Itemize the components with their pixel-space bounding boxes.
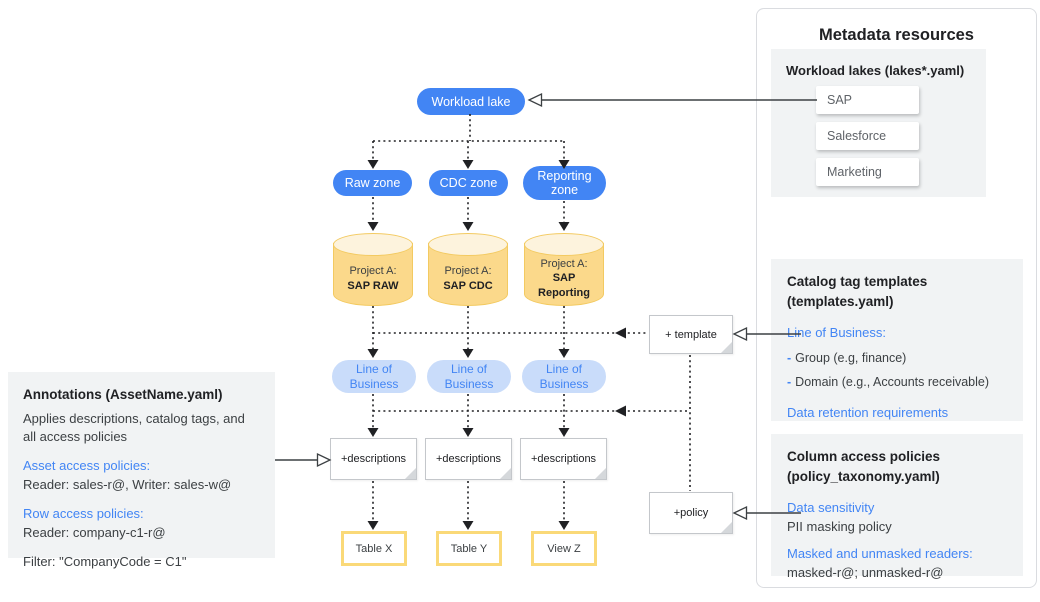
annotations-body: Applies descriptions, catalog tags, and …	[23, 410, 245, 445]
lob-bullet-domain: -Domain (e.g., Accounts receivable)	[787, 373, 1007, 391]
descriptions-note-3: +descriptions	[520, 438, 607, 480]
lob-node-1: Line of Business	[332, 360, 416, 393]
project-name: SAP Reporting	[538, 272, 590, 299]
project-cylinder-sap-reporting: Project A:SAP Reporting	[524, 233, 604, 306]
data-sensitivity-value: PII masking policy	[787, 518, 892, 534]
column-policies-section: Column access policies (policy_taxonomy.…	[771, 434, 1023, 580]
cylinder-lid	[333, 233, 413, 256]
workload-lakes-title: Workload lakes (lakes*.yaml)	[786, 63, 965, 78]
project-prefix: Project A:	[444, 265, 492, 278]
bullet-dash: -	[787, 350, 792, 365]
descriptions-note-2: +descriptions	[425, 438, 512, 480]
data-sensitivity-title: Data sensitivity	[787, 500, 875, 516]
project-prefix: Project A:	[540, 258, 588, 271]
row-access-value: Reader: company-c1-r@	[23, 524, 166, 540]
lake-card-sap: SAP	[816, 86, 919, 114]
masked-readers-value: masked-r@; unmasked-r@	[787, 564, 944, 580]
project-cylinder-sap-cdc: Project A:SAP CDC	[428, 233, 508, 306]
metadata-panel-title: Metadata resources	[819, 26, 974, 44]
zone-node-reporting: Reporting zone	[523, 166, 606, 200]
metadata-resources-panel: Metadata resources Workload lakes (lakes…	[756, 8, 1037, 588]
catalog-templates-title-2: (templates.yaml)	[787, 293, 894, 309]
column-policies-title-2: (policy_taxonomy.yaml)	[787, 468, 940, 484]
template-note: + template	[649, 315, 733, 354]
asset-box-view-z: View Z	[531, 531, 597, 566]
zone-node-raw: Raw zone	[333, 170, 412, 196]
workload-lake-node: Workload lake	[417, 88, 525, 115]
bullet-dash: -	[787, 375, 792, 390]
annotations-panel: Annotations (AssetName.yaml) Applies des…	[8, 372, 275, 569]
cylinder-lid	[524, 233, 604, 256]
project-prefix: Project A:	[349, 265, 397, 278]
annotations-title: Annotations (AssetName.yaml)	[23, 387, 223, 402]
lake-card-salesforce: Salesforce	[816, 122, 919, 150]
cylinder-lid	[428, 233, 508, 256]
catalog-templates-section: Catalog tag templates (templates.yaml) L…	[771, 259, 1023, 421]
data-retention-label: Data retention requirements	[787, 405, 949, 421]
column-policies-title-1: Column access policies	[787, 449, 941, 464]
bullet-text: Domain (e.g., Accounts receivable)	[795, 375, 990, 390]
asset-access-value: Reader: sales-r@, Writer: sales-w@	[23, 477, 232, 493]
project-cylinder-sap-raw: Project A:SAP RAW	[333, 233, 413, 306]
descriptions-note-1: +descriptions	[330, 438, 417, 480]
project-name: SAP RAW	[347, 279, 399, 292]
asset-box-table-y: Table Y	[436, 531, 502, 566]
project-name: SAP CDC	[443, 279, 493, 292]
zone-node-cdc: CDC zone	[429, 170, 508, 196]
lob-node-2: Line of Business	[427, 360, 511, 393]
lob-node-3: Line of Business	[522, 360, 606, 393]
row-access-title: Row access policies:	[23, 505, 144, 521]
lake-card-marketing: Marketing	[816, 158, 919, 186]
lob-bullet-group: -Group (e.g, finance)	[787, 349, 1007, 367]
lob-template-title: Line of Business:	[787, 325, 887, 341]
catalog-templates-title-1: Catalog tag templates	[787, 274, 928, 289]
policy-note: +policy	[649, 492, 733, 534]
workload-lakes-section: Workload lakes (lakes*.yaml) SAP Salesfo…	[771, 49, 986, 197]
asset-access-title: Asset access policies:	[23, 458, 151, 474]
filter-value: Filter: "CompanyCode = C1"	[23, 553, 187, 569]
masked-readers-title: Masked and unmasked readers:	[787, 545, 973, 561]
asset-box-table-x: Table X	[341, 531, 407, 566]
bullet-text: Group (e.g, finance)	[795, 350, 907, 365]
